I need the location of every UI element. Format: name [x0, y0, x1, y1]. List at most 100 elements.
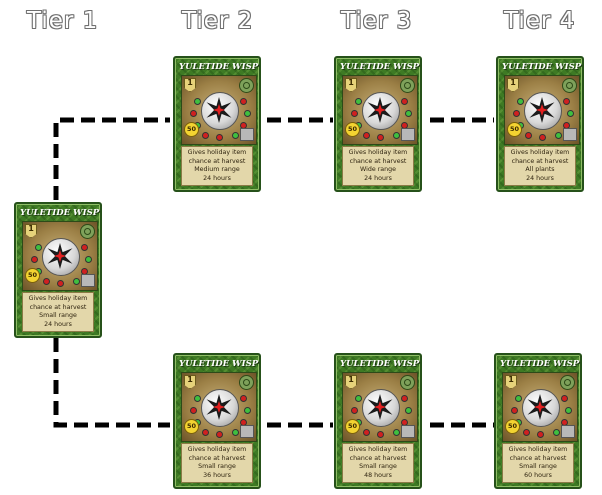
desc-line: Small range [359, 463, 397, 471]
school-icon [505, 375, 517, 389]
wing-icon [81, 274, 95, 287]
ornament-icon [405, 110, 412, 117]
school-icon [507, 78, 519, 92]
ornament-icon [393, 429, 400, 436]
ornament-icon [216, 134, 223, 141]
ornament-icon [35, 244, 42, 251]
card-title: YULETIDE WISP [340, 359, 420, 369]
card-art: 1 50 [342, 372, 418, 442]
card-description: Gives holiday item chance at harvest Sma… [502, 443, 574, 483]
ornament-icon [81, 244, 88, 251]
wing-icon [401, 128, 415, 141]
card-tier-3-duration-48[interactable]: YULETIDE WISP 1 50 Gives holiday item ch… [334, 353, 422, 489]
desc-line: chance at harvest [29, 303, 87, 311]
cost-badge: 50 [505, 419, 520, 434]
tier-label-2: Tier 2 [182, 8, 254, 34]
ornament-icon [555, 132, 562, 139]
school-icon [345, 78, 357, 92]
ornament-icon [194, 98, 201, 105]
ornament-icon [216, 431, 223, 438]
ornament-icon [351, 110, 358, 117]
ornament-icon [567, 110, 574, 117]
card-tier-2-duration-36[interactable]: YULETIDE WISP 1 50 Gives holiday item ch… [173, 353, 261, 489]
wing-icon [561, 425, 575, 438]
ornament-icon [363, 132, 370, 139]
cost-badge: 50 [507, 122, 522, 137]
ornament-icon [194, 395, 201, 402]
desc-line: Gives holiday item [187, 149, 247, 156]
desc-line: Small range [519, 463, 557, 471]
gear-icon [400, 375, 415, 390]
ornament-icon [355, 98, 362, 105]
cost-badge: 50 [345, 419, 360, 434]
desc-line: chance at harvest [509, 454, 567, 462]
school-icon [345, 375, 357, 389]
ornament-icon [232, 429, 239, 436]
ornament-icon [240, 98, 247, 105]
desc-line: chance at harvest [349, 157, 407, 165]
gear-icon [239, 78, 254, 93]
card-art: 1 50 [181, 75, 257, 145]
card-art: 1 50 [181, 372, 257, 442]
desc-line: 24 hours [364, 174, 392, 182]
ornament-icon [513, 110, 520, 117]
desc-line: Small range [198, 463, 236, 471]
ornament-icon [31, 256, 38, 263]
card-description: Gives holiday item chance at harvest Sma… [181, 443, 253, 483]
card-tier-1[interactable]: YULETIDE WISP 1 50 Gives holiday item ch… [14, 202, 102, 338]
desc-line: 24 hours [44, 320, 72, 328]
ornament-icon [523, 429, 530, 436]
card-tier-3-range-wide[interactable]: YULETIDE WISP 1 50 Gives holiday item ch… [334, 56, 422, 192]
pip-count: 1 [348, 375, 354, 384]
desc-line: Gives holiday item [28, 295, 88, 302]
card-description: Gives holiday item chance at harvest Sma… [22, 292, 94, 332]
ornament-icon [405, 407, 412, 414]
desc-line: chance at harvest [349, 454, 407, 462]
desc-line: 24 hours [526, 174, 554, 182]
ornament-icon [232, 132, 239, 139]
ornament-icon [401, 395, 408, 402]
pip-count: 1 [510, 78, 516, 87]
ornament-icon [377, 431, 384, 438]
card-tier-2-range-medium[interactable]: YULETIDE WISP 1 50 Gives holiday item ch… [173, 56, 261, 192]
ornament-icon [401, 98, 408, 105]
ornament-icon [377, 134, 384, 141]
desc-line: Medium range [194, 166, 240, 174]
wing-icon [563, 128, 577, 141]
ornament-icon [539, 134, 546, 141]
ornament-icon [563, 98, 570, 105]
ornament-icon [244, 407, 251, 414]
ornament-icon [190, 110, 197, 117]
ornament-icon [561, 395, 568, 402]
ornament-icon [515, 395, 522, 402]
ornament-icon [355, 395, 362, 402]
cost-badge: 50 [25, 268, 40, 283]
school-icon [184, 375, 196, 389]
school-icon [25, 224, 37, 238]
gear-icon [400, 78, 415, 93]
gear-icon [239, 375, 254, 390]
ornament-icon [43, 278, 50, 285]
desc-line: 48 hours [364, 471, 392, 479]
card-title: YULETIDE WISP [179, 359, 259, 369]
card-description: Gives holiday item chance at harvest All… [504, 146, 576, 186]
pip-count: 1 [187, 78, 193, 87]
gear-icon [560, 375, 575, 390]
school-icon [184, 78, 196, 92]
ornament-icon [553, 429, 560, 436]
desc-line: Gives holiday item [508, 446, 568, 453]
pip-count: 1 [348, 78, 354, 87]
card-tier-4-duration-60[interactable]: YULETIDE WISP 1 50 Gives holiday item ch… [494, 353, 582, 489]
desc-line: 24 hours [203, 174, 231, 182]
ornament-icon [351, 407, 358, 414]
desc-line: Gives holiday item [187, 446, 247, 453]
desc-line: chance at harvest [511, 157, 569, 165]
card-title: YULETIDE WISP [340, 62, 420, 72]
cost-badge: 50 [184, 122, 199, 137]
ornament-icon [525, 132, 532, 139]
card-title: YULETIDE WISP [179, 62, 259, 72]
card-art: 1 50 [502, 372, 578, 442]
card-tier-4-range-all[interactable]: YULETIDE WISP 1 50 Gives holiday item ch… [496, 56, 584, 192]
ornament-icon [240, 395, 247, 402]
